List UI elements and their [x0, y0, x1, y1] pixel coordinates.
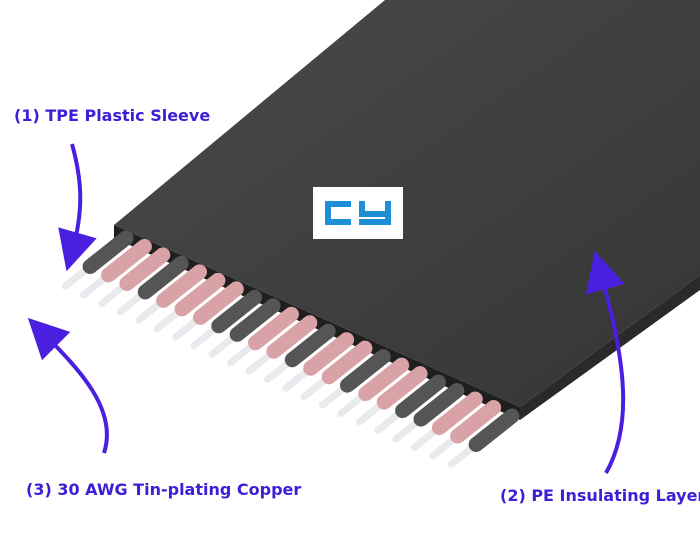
- tpe-sleeve: [192, 281, 244, 325]
- label-awg-tin-copper: (3) 30 AWG Tin-plating Copper: [26, 480, 302, 499]
- cy-logo: [313, 187, 403, 239]
- tpe-sleeve: [156, 264, 208, 308]
- tpe-sleeve: [266, 315, 318, 359]
- label-pe-insulating-layer: (2) PE Insulating Layer: [500, 486, 700, 505]
- tpe-sleeve: [450, 400, 502, 444]
- tpe-sleeve: [431, 391, 483, 436]
- tpe-sleeve: [321, 340, 373, 385]
- cy-logo-mark: [325, 201, 391, 225]
- tpe-sleeve: [229, 298, 281, 342]
- tpe-sleeve: [101, 238, 152, 283]
- tpe-sleeve: [339, 349, 391, 393]
- label-tpe-plastic-sleeve: (1) TPE Plastic Sleeve: [14, 106, 211, 125]
- tpe-sleeve: [376, 366, 428, 410]
- arrow-pe-layer: [586, 250, 626, 474]
- tpe-sleeve: [211, 289, 263, 334]
- tpe-sleeve: [413, 383, 465, 427]
- tpe-sleeve: [358, 357, 410, 402]
- ribbon-top-surface: [114, 0, 700, 407]
- arrow-tin-copper: [27, 317, 109, 454]
- tpe-sleeve: [284, 323, 336, 368]
- tpe-sleeve: [174, 272, 226, 317]
- tpe-sleeve: [119, 247, 171, 291]
- tpe-sleeve: [303, 332, 355, 376]
- arrow-tpe-sleeve: [58, 143, 97, 272]
- ribbon-side-edge: [520, 275, 700, 420]
- tpe-sleeve: [137, 255, 189, 300]
- tpe-sleeve: [248, 306, 299, 351]
- tpe-sleeve: [468, 408, 520, 453]
- tpe-sleeve: [395, 374, 446, 419]
